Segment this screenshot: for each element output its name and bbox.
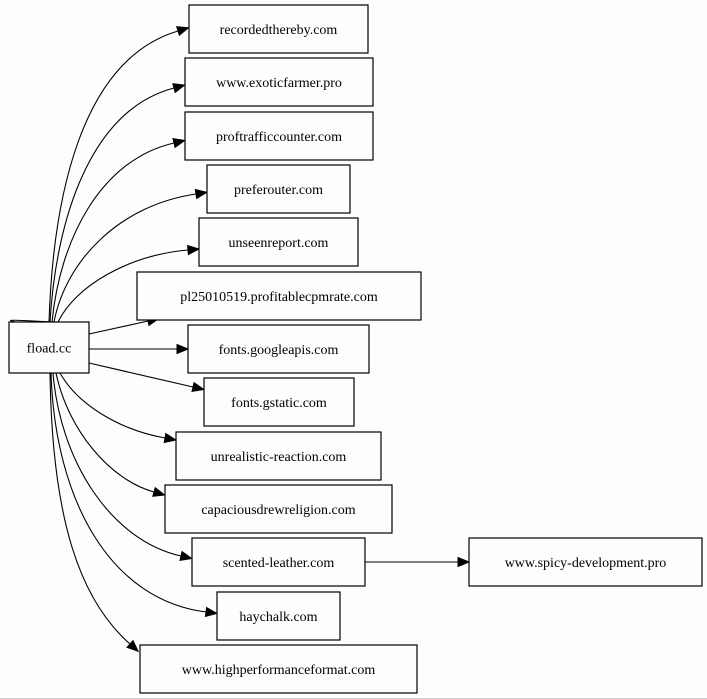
node-haychalk-com: haychalk.com	[216, 591, 341, 641]
edge-line	[52, 372, 182, 557]
edge-fload-cc-to-preferouter-com	[53, 188, 209, 323]
edge-fload-cc-to-recordedthereby-com	[48, 26, 190, 323]
node-box	[175, 431, 382, 481]
node-box	[468, 537, 703, 587]
node-label: fonts.googleapis.com	[219, 343, 339, 358]
arrowhead	[187, 244, 201, 256]
edge-line	[49, 372, 131, 645]
arrowhead	[175, 26, 190, 37]
edge-line	[55, 372, 155, 493]
node-box	[216, 591, 341, 641]
edge-line	[59, 372, 166, 439]
node-label: preferouter.com	[234, 183, 323, 198]
edge-line	[51, 142, 175, 323]
edge-fload-cc-to-proftrafficcounter-com	[51, 138, 186, 323]
node-label: recordedthereby.com	[220, 23, 338, 38]
node-www-highperformanceformat-com: www.highperformanceformat.com	[139, 644, 418, 694]
edge-fload-cc-to-www-exoticfarmer-pro	[49, 83, 186, 323]
arrowhead	[126, 639, 140, 653]
node-label: fonts.gstatic.com	[231, 396, 327, 411]
edge-scented-leather-com-to-www-spicy-development-pro	[365, 556, 471, 568]
edge-fload-cc-to-www-highperformanceformat-com	[49, 372, 140, 653]
node-label: haychalk.com	[239, 610, 317, 625]
arrowhead	[204, 606, 219, 618]
edge-line	[50, 372, 207, 613]
node-label: capaciousdrewreligion.com	[201, 503, 355, 518]
arrowhead	[194, 188, 209, 200]
node-capaciousdrewreligion-com: capaciousdrewreligion.com	[164, 484, 393, 534]
node-fload-cc: fload.cc	[8, 321, 90, 374]
edge-fload-cc-to-fonts-googleapis-com	[89, 343, 190, 355]
node-www-spicy-development-pro: www.spicy-development.pro	[468, 537, 703, 587]
node-box	[187, 324, 370, 374]
edge-fload-cc-to-haychalk-com	[50, 372, 219, 618]
edge-line	[88, 362, 194, 388]
nodes-layer: fload.cc recordedthereby.com www.exoticfar…	[8, 4, 703, 694]
node-scented-leather-com: scented-leather.com	[191, 537, 366, 587]
edge-line	[88, 320, 149, 335]
node-box	[206, 164, 351, 214]
node-recordedthereby-com: recordedthereby.com	[188, 4, 369, 54]
node-box	[184, 57, 374, 107]
arrowhead	[172, 138, 186, 149]
node-label: scented-leather.com	[223, 556, 335, 571]
arrowhead	[176, 343, 190, 355]
node-label: unrealistic-reaction.com	[211, 450, 347, 465]
node-proftrafficcounter-com: proftrafficcounter.com	[184, 111, 374, 161]
node-box	[139, 644, 418, 694]
edge-line	[57, 249, 189, 323]
node-box	[198, 217, 359, 267]
node-box	[191, 537, 366, 587]
node-label: www.highperformanceformat.com	[182, 663, 376, 678]
node-preferouter-com: preferouter.com	[206, 164, 351, 214]
edges-layer	[10, 26, 471, 653]
node-unseenreport-com: unseenreport.com	[198, 217, 359, 267]
node-label: fload.cc	[27, 342, 72, 357]
arrowhead	[172, 83, 186, 94]
edge-fload-cc-to-scented-leather-com	[52, 372, 193, 561]
node-box	[203, 377, 355, 427]
node-www-exoticfarmer-pro: www.exoticfarmer.pro	[184, 57, 374, 107]
node-box	[184, 111, 374, 161]
arrowhead	[179, 550, 193, 561]
edge-line	[48, 30, 179, 323]
edge-fload-cc-to-capaciousdrewreligion-com	[55, 372, 166, 497]
node-label: unseenreport.com	[229, 236, 329, 251]
edge-line	[49, 87, 175, 323]
edge-fload-cc-to-unseenreport-com	[57, 244, 201, 323]
node-label: www.spicy-development.pro	[505, 556, 667, 571]
edge-fload-cc-to-unrealistic-reaction-com	[59, 372, 178, 444]
arrowhead	[152, 486, 166, 497]
node-label: proftrafficcounter.com	[216, 130, 342, 145]
node-fonts-googleapis-com: fonts.googleapis.com	[187, 324, 370, 374]
node-pl25010519-profitablecpmrate-com: pl25010519.profitablecpmrate.com	[136, 271, 422, 321]
node-unrealistic-reaction-com: unrealistic-reaction.com	[175, 431, 382, 481]
node-label: pl25010519.profitablecpmrate.com	[180, 290, 378, 305]
node-box	[136, 271, 422, 321]
arrowhead	[191, 381, 206, 392]
node-label: www.exoticfarmer.pro	[216, 76, 342, 91]
edge-fload-cc-to-fonts-gstatic-com	[88, 362, 206, 392]
edge-line	[53, 193, 197, 323]
node-box	[164, 484, 393, 534]
arrowhead	[163, 432, 178, 444]
arrowhead	[457, 556, 471, 568]
node-fonts-gstatic-com: fonts.gstatic.com	[203, 377, 355, 427]
node-box	[8, 321, 90, 374]
node-box	[188, 4, 369, 54]
